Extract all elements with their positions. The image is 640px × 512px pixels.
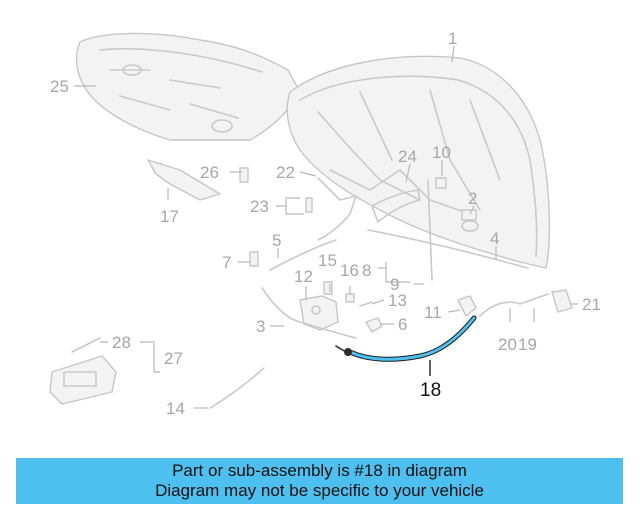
part-info-banner: Part or sub-assembly is #18 in diagram D… [16,458,623,504]
callout-16: 16 [340,261,359,280]
diagram-disclaimer-line: Diagram may not be specific to your vehi… [155,481,484,500]
part-info-line: Part or sub-assembly is #18 in diagram [172,461,467,480]
callout-19: 19 [518,335,537,354]
callout-21: 21 [582,295,601,314]
callout-25: 25 [50,77,69,96]
callout-5: 5 [272,231,281,250]
release-handle-part [49,337,117,405]
leader-lines [74,45,578,409]
callout-27: 27 [164,349,183,368]
striker-parts [457,289,573,317]
release-cable-lower-part [261,287,357,339]
hood-insulator-part [75,32,301,141]
callout-22: 22 [276,163,295,182]
callout-20: 20 [498,335,517,354]
callout-10: 10 [432,143,451,162]
cable-end-part [209,367,265,409]
callout-12: 12 [294,267,313,286]
callout-15: 15 [318,251,337,270]
callout-4: 4 [490,229,499,248]
callout-24: 24 [398,147,417,166]
callout-14: 14 [166,399,185,418]
callout-11: 11 [424,303,442,322]
hood-support-rod-part [371,179,433,281]
hood-latch-part [299,295,339,331]
callout-9: 9 [390,275,399,294]
callout-1: 1 [448,29,457,48]
callout-7: 7 [222,253,231,272]
insulator-bracket-part [147,159,221,201]
callout-8: 8 [362,261,371,280]
hood-seal-part [367,229,529,269]
callout-13: 13 [388,291,407,310]
seal-strip-part [269,239,337,271]
callout-17: 17 [160,207,179,226]
release-cable-highlighted-part [335,315,477,362]
hood-panel-part [286,55,551,269]
callout-labels: 1 25 26 22 23 24 10 2 4 5 7 15 16 8 9 12… [50,29,601,418]
hood-hinge-part [317,177,357,241]
callout-26: 26 [200,163,219,182]
callout-28: 28 [112,333,131,352]
callout-18-highlighted: 18 [420,380,441,401]
callout-3: 3 [256,317,265,336]
callout-23: 23 [250,197,269,216]
hardware-parts [239,167,477,333]
callout-2: 2 [468,189,477,208]
callout-6: 6 [398,315,407,334]
